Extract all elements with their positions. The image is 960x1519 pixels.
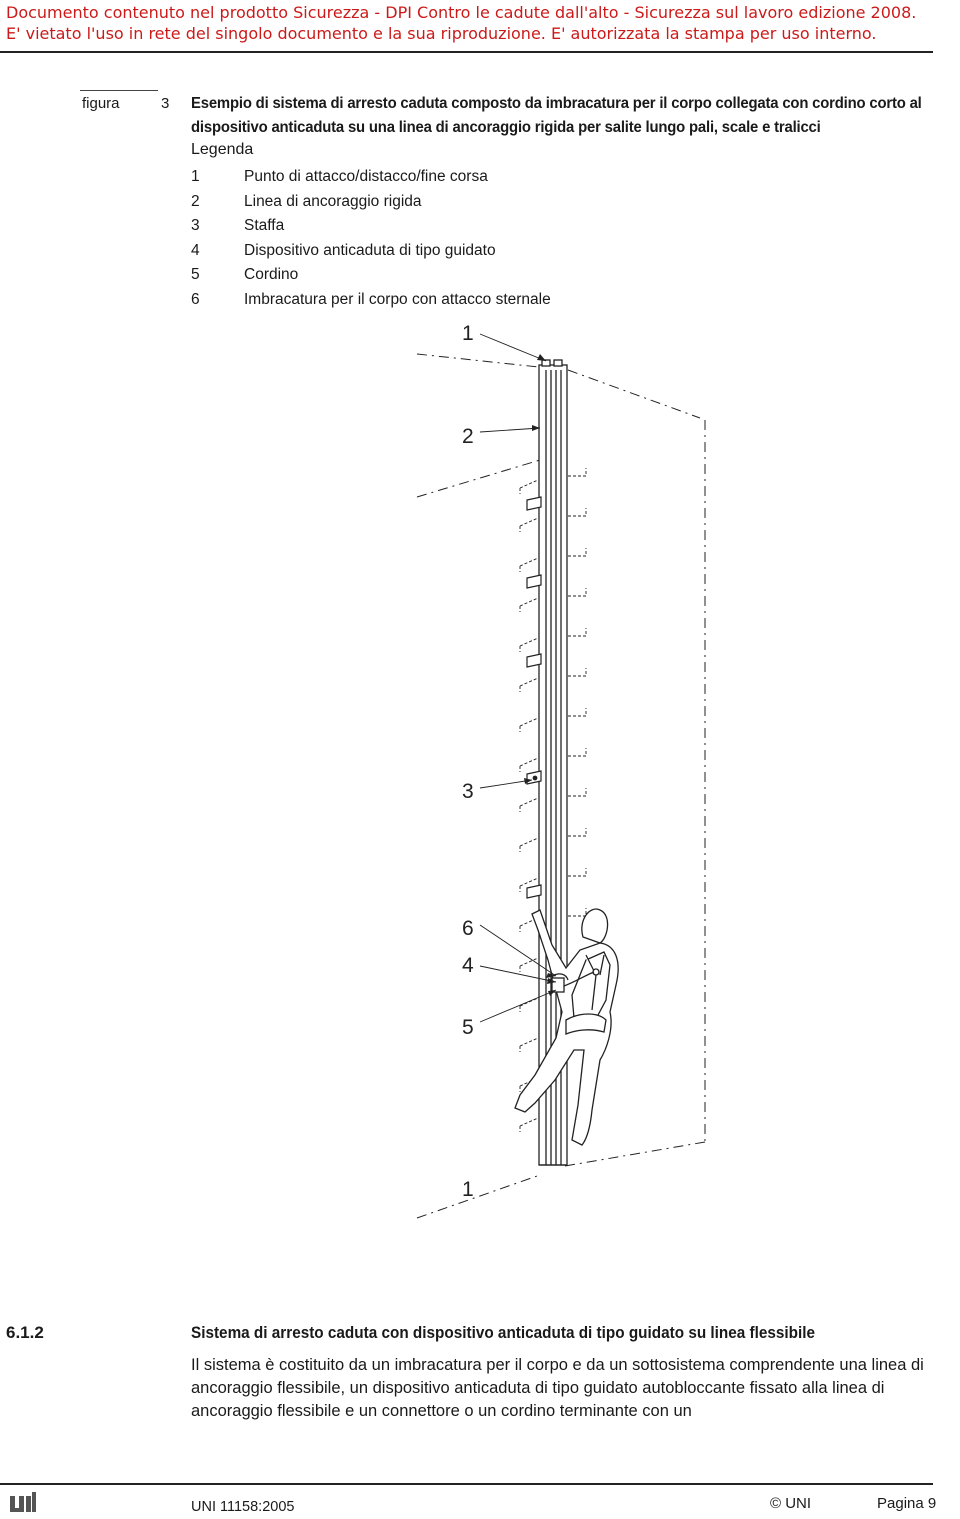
climber-figure [514,908,619,1146]
section-number: 6.1.2 [6,1323,44,1342]
standard-id: UNI 11158:2005 [191,1499,295,1515]
legend-item-number: 2 [191,192,200,210]
legend-item-text: Cordino [244,266,299,284]
figure-title: Esempio di sistema di arresto caduta com… [191,95,922,136]
legend-item: 1 Punto di attacco/distacco/fine corsa [191,165,551,190]
callout-arrowheads [524,354,556,996]
figure-number: 3 [161,95,170,112]
figure-label-rule [80,90,158,91]
legend-item-number: 6 [191,290,200,308]
bracket-staffe [526,496,542,899]
legend-item: 2 Linea di ancoraggio rigida [191,190,551,215]
callout-2: 2 [462,425,474,448]
watermark: Documento contenuto nel prodotto Sicurez… [6,2,916,44]
legend-item: 4 Dispositivo anticaduta di tipo guidato [191,239,551,264]
legend-item-text: Punto di attacco/distacco/fine corsa [244,168,488,185]
figure-label: figura [82,95,120,112]
callout-3: 3 [462,780,474,803]
callout-1-bottom: 1 [462,1178,474,1201]
legend-item-number: 4 [191,241,200,259]
legend-item-number: 1 [191,168,200,185]
callout-1-top: 1 [462,322,474,345]
callout-6: 6 [462,917,474,940]
legend-item: 5 Cordino [191,263,551,288]
legend-item: 3 Staffa [191,214,551,239]
footer-rule [0,1483,933,1485]
legend-item-number: 3 [191,217,200,235]
legend-item-text: Dispositivo anticaduta di tipo guidato [244,241,496,259]
legend-item-text: Staffa [244,217,285,235]
legend-title: Legenda [191,141,254,158]
watermark-line-2: E' vietato l'uso in rete del singolo doc… [6,24,877,43]
callout-leaders [479,333,557,1023]
legend-item-text: Linea di ancoraggio rigida [244,192,422,210]
step-rungs [519,468,587,1132]
header-rule [0,51,933,53]
legend-item: 6 Imbracatura per il corpo con attacco st… [191,288,551,313]
callout-4: 4 [462,954,474,977]
page-number: Pagina 9 [877,1495,937,1512]
perspective-guides [416,353,706,1219]
watermark-line-1: Documento contenuto nel prodotto Sicurez… [6,3,917,22]
section-title: Sistema di arresto caduta con dispositiv… [191,1323,816,1342]
section-body: Il sistema è costituito da un imbracatur… [191,1356,924,1421]
legend-item-number: 5 [191,266,200,284]
callout-5: 5 [462,1016,474,1039]
copyright: © UNI [770,1495,812,1512]
legend-list: 1 Punto di attacco/distacco/fine corsa 2 L… [191,165,551,313]
legend-item-text: Imbracatura per il corpo con attacco ste… [244,290,551,308]
uni-logo-icon [10,1492,36,1512]
fall-arrest-illustration: 1 2 3 6 4 5 1 [416,322,706,1219]
